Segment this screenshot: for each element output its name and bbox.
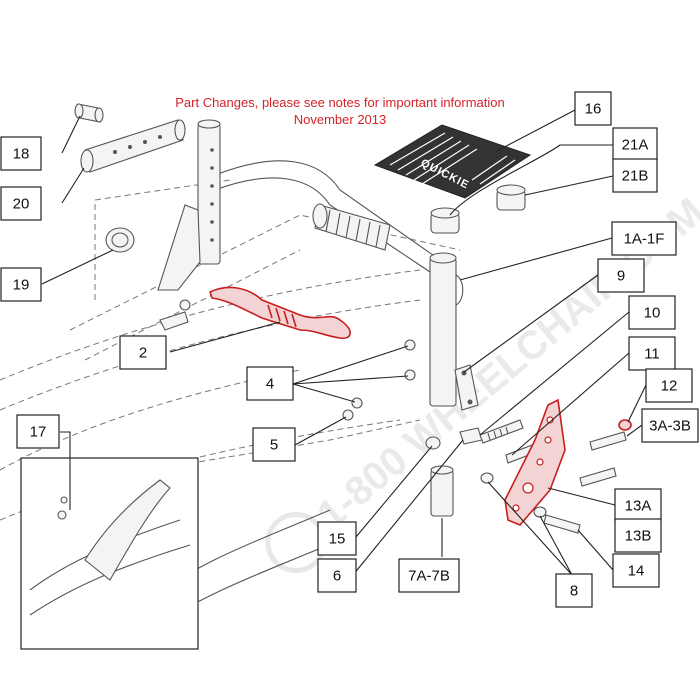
part-21a-cap bbox=[430, 207, 460, 234]
callout-1a-1f[interactable]: 1A-1F bbox=[611, 221, 677, 256]
callout-6[interactable]: 6 bbox=[317, 558, 357, 593]
callout-21a-label: 21A bbox=[622, 137, 649, 154]
callout-10[interactable]: 10 bbox=[628, 295, 676, 330]
callout-12-label: 12 bbox=[661, 378, 678, 395]
part-13a-bracket bbox=[504, 398, 566, 526]
part-20-tube bbox=[80, 119, 186, 173]
callout-6-label: 6 bbox=[333, 568, 341, 585]
callout-13b-label: 13B bbox=[625, 528, 652, 545]
part-8-washers bbox=[480, 472, 547, 518]
part-15-washer bbox=[425, 436, 441, 450]
left-hardware bbox=[159, 299, 191, 331]
callout-21b[interactable]: 21B bbox=[612, 158, 658, 193]
part-19-bushing bbox=[105, 227, 135, 253]
callout-20[interactable]: 20 bbox=[0, 186, 42, 221]
callout-17[interactable]: 17 bbox=[16, 414, 60, 449]
leader-lines bbox=[41, 109, 647, 576]
callout-17-label: 17 bbox=[30, 424, 47, 441]
callout-7a-7b[interactable]: 7A-7B bbox=[398, 558, 460, 593]
callout-11[interactable]: 11 bbox=[628, 336, 676, 371]
callout-3a-3b-label: 3A-3B bbox=[649, 418, 691, 435]
inset-detail bbox=[20, 457, 199, 650]
callout-4[interactable]: 4 bbox=[246, 366, 294, 401]
callout-13a[interactable]: 13A bbox=[614, 488, 662, 523]
callout-20-label: 20 bbox=[13, 196, 30, 213]
callout-5[interactable]: 5 bbox=[252, 427, 296, 462]
part-7a-7b-sleeve bbox=[430, 465, 454, 517]
part-10-bolt bbox=[479, 419, 524, 444]
callout-9-label: 9 bbox=[617, 268, 625, 285]
callout-12[interactable]: 12 bbox=[645, 368, 693, 403]
part-4-nuts bbox=[351, 339, 416, 409]
part-12-washer bbox=[618, 419, 632, 431]
callout-1a-1f-label: 1A-1F bbox=[624, 231, 665, 248]
callout-19-label: 19 bbox=[13, 277, 30, 294]
callout-2[interactable]: 2 bbox=[119, 335, 167, 370]
callout-5-label: 5 bbox=[270, 437, 278, 454]
callout-16[interactable]: 16 bbox=[574, 91, 612, 126]
callout-19[interactable]: 19 bbox=[0, 267, 42, 302]
callout-9[interactable]: 9 bbox=[597, 258, 645, 293]
callout-14-label: 14 bbox=[628, 563, 645, 580]
callout-2-label: 2 bbox=[139, 345, 147, 362]
callout-4-label: 4 bbox=[266, 376, 274, 393]
notice-line-1: Part Changes, please see notes for impor… bbox=[175, 95, 505, 110]
callout-16-label: 16 bbox=[585, 101, 602, 118]
notice-line-2: November 2013 bbox=[294, 112, 387, 127]
part-14-bolt bbox=[543, 514, 581, 534]
part-18-cap bbox=[74, 103, 104, 123]
callout-3a-3b[interactable]: 3A-3B bbox=[641, 408, 699, 443]
callout-14[interactable]: 14 bbox=[612, 553, 660, 588]
callout-10-label: 10 bbox=[644, 305, 661, 322]
part-9-bracket bbox=[454, 364, 479, 411]
part-3a-3b-bolt bbox=[579, 431, 627, 487]
left-tube bbox=[157, 119, 221, 291]
part-1a-1f-tube bbox=[429, 252, 464, 407]
callout-7a-7b-label: 7A-7B bbox=[408, 568, 450, 585]
callout-15-label: 15 bbox=[329, 531, 346, 548]
callout-8[interactable]: 8 bbox=[555, 573, 593, 608]
callout-21a[interactable]: 21A bbox=[612, 127, 658, 162]
callout-18-label: 18 bbox=[13, 146, 30, 163]
callout-11-label: 11 bbox=[644, 346, 660, 363]
part-2-strap bbox=[209, 286, 351, 340]
callout-15[interactable]: 15 bbox=[317, 521, 357, 556]
callout-8-label: 8 bbox=[570, 583, 578, 600]
grip bbox=[312, 203, 391, 251]
part-21b-cap bbox=[496, 184, 526, 211]
callout-18[interactable]: 18 bbox=[0, 136, 42, 171]
rear-crossbar bbox=[214, 160, 441, 273]
callout-13a-label: 13A bbox=[625, 498, 652, 515]
part-5-washer bbox=[342, 409, 354, 421]
callout-21b-label: 21B bbox=[622, 168, 649, 185]
part-16-plate: QUICKIE bbox=[373, 124, 532, 199]
callout-13b[interactable]: 13B bbox=[614, 518, 662, 553]
